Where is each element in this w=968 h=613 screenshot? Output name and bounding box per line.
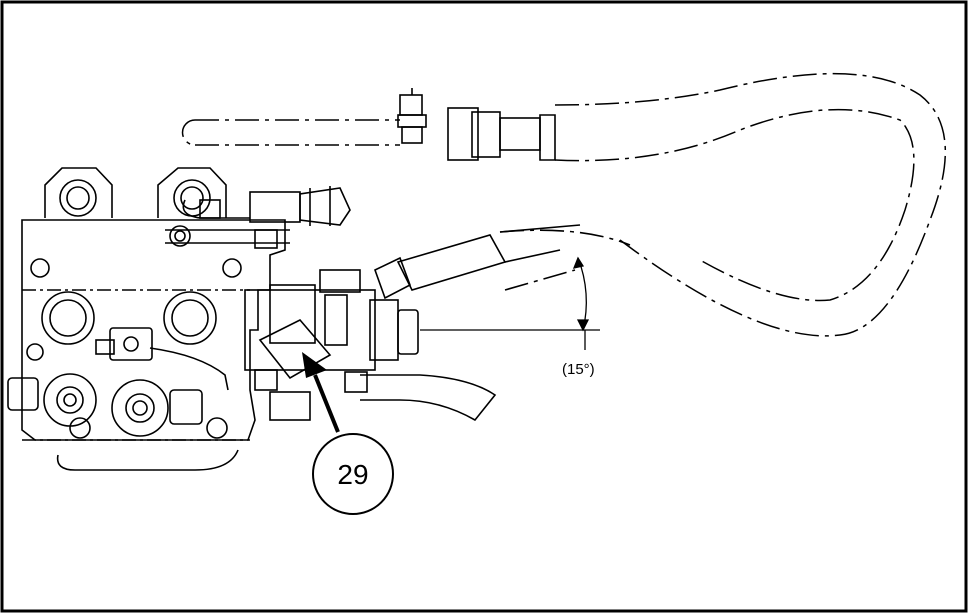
lower-hose — [374, 224, 631, 300]
angle-label: (15°) — [562, 361, 595, 378]
callout-29: 29 — [302, 352, 394, 515]
callout-leader-line — [313, 374, 340, 433]
callout-bubble — [312, 433, 394, 515]
upper-hose — [181, 72, 947, 337]
upper-hose-fittings — [397, 88, 556, 161]
callout-number: 29 — [337, 459, 368, 490]
callout-arrowhead — [302, 352, 327, 378]
angle-dimension — [420, 256, 600, 350]
valve-block — [7, 167, 286, 471]
center-valve — [244, 269, 497, 422]
upper-fittings — [165, 186, 351, 249]
